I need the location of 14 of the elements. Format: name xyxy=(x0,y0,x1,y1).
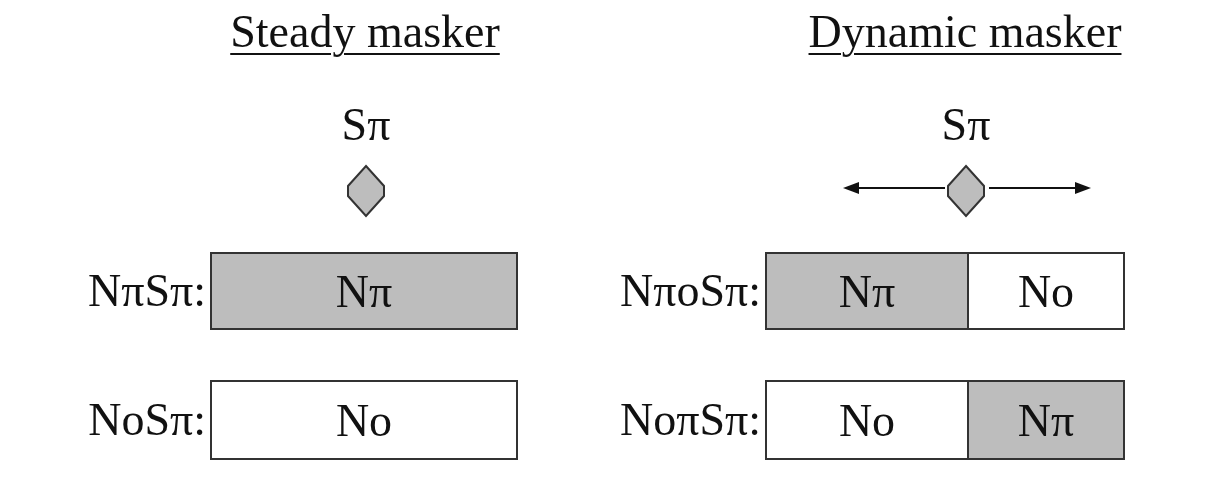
noise-segment: No xyxy=(967,252,1125,330)
condition-label: NoπSπ: xyxy=(619,393,761,446)
noise-segment: Nπ xyxy=(210,252,518,330)
column-heading: Dynamic masker xyxy=(808,5,1122,58)
signal-label: Sπ xyxy=(341,98,391,151)
condition-label: NπoSπ: xyxy=(619,264,761,317)
noise-segment: Nπ xyxy=(967,380,1125,460)
condition-label: NoSπ: xyxy=(88,393,206,446)
condition-label: NπSπ: xyxy=(87,264,206,317)
noise-segment: No xyxy=(765,380,969,460)
noise-segment: No xyxy=(210,380,518,460)
signal-label: Sπ xyxy=(941,98,991,151)
column-heading: Steady masker xyxy=(230,5,500,58)
noise-segment: Nπ xyxy=(765,252,969,330)
